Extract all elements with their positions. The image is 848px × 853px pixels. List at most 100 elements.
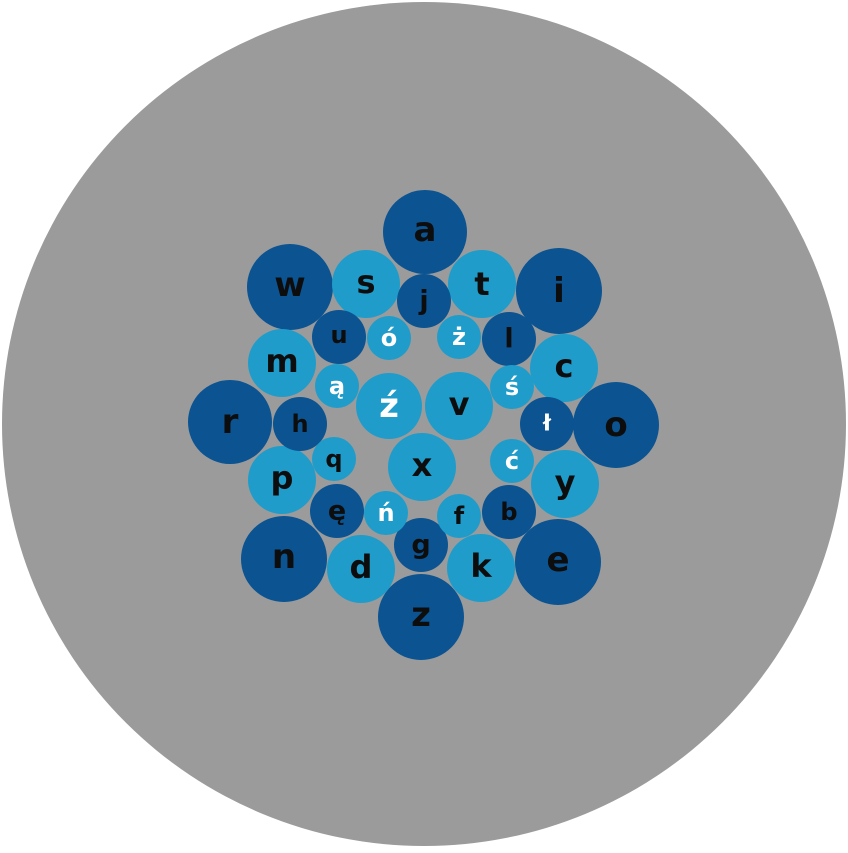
key-b[interactable]: b <box>482 485 536 539</box>
key-label: ć <box>505 447 519 475</box>
key-label: r <box>222 402 239 442</box>
key-label: m <box>265 342 298 380</box>
key-ń[interactable]: ń <box>364 491 408 535</box>
key-circle <box>241 516 327 602</box>
key-circle <box>516 248 602 334</box>
key-ć[interactable]: ć <box>490 439 534 483</box>
key-y[interactable]: y <box>531 450 599 518</box>
key-w[interactable]: w <box>247 244 333 330</box>
key-d[interactable]: d <box>327 535 395 603</box>
key-circle <box>315 364 359 408</box>
key-circle <box>378 574 464 660</box>
key-circle <box>383 190 467 274</box>
key-p[interactable]: p <box>248 446 316 514</box>
key-m[interactable]: m <box>248 329 316 397</box>
key-e[interactable]: e <box>515 519 601 605</box>
key-label: s <box>356 263 375 301</box>
key-ł[interactable]: ł <box>520 397 574 451</box>
key-l[interactable]: l <box>482 312 536 366</box>
key-label: u <box>330 321 347 349</box>
key-label: x <box>412 446 433 484</box>
key-g[interactable]: g <box>394 518 448 572</box>
key-circle <box>490 439 534 483</box>
key-ś[interactable]: ś <box>490 365 534 409</box>
key-circle <box>312 310 366 364</box>
key-label: e <box>546 540 569 580</box>
key-circle <box>397 274 451 328</box>
key-label: w <box>274 265 305 305</box>
key-label: g <box>411 530 430 561</box>
key-circle <box>530 334 598 402</box>
key-circle <box>327 535 395 603</box>
key-circle <box>394 518 448 572</box>
key-s[interactable]: s <box>332 250 400 318</box>
key-circle <box>573 382 659 468</box>
key-label: i <box>553 271 565 311</box>
key-circle <box>310 484 364 538</box>
key-k[interactable]: k <box>447 534 515 602</box>
key-circle <box>247 244 333 330</box>
key-circle <box>364 491 408 535</box>
key-label: l <box>504 324 513 355</box>
key-circle <box>437 315 481 359</box>
key-u[interactable]: u <box>312 310 366 364</box>
key-label: y <box>555 463 576 501</box>
key-h[interactable]: h <box>273 397 327 451</box>
key-a[interactable]: a <box>383 190 467 274</box>
key-ą[interactable]: ą <box>315 364 359 408</box>
key-label: ą <box>329 372 345 400</box>
key-label: ó <box>381 324 398 352</box>
key-label: ł <box>542 412 552 437</box>
key-q[interactable]: q <box>312 437 356 481</box>
key-label: ź <box>379 386 399 426</box>
key-label: b <box>500 498 517 526</box>
key-circle <box>437 494 481 538</box>
key-label: o <box>604 405 627 445</box>
key-label: n <box>272 537 296 577</box>
key-i[interactable]: i <box>516 248 602 334</box>
key-label: q <box>325 445 342 473</box>
key-label: c <box>555 347 574 385</box>
key-circle <box>388 433 456 501</box>
key-ę[interactable]: ę <box>310 484 364 538</box>
key-v[interactable]: v <box>425 372 493 440</box>
key-label: v <box>449 385 470 423</box>
key-circle <box>531 450 599 518</box>
key-circle <box>490 365 534 409</box>
key-circle <box>312 437 356 481</box>
key-circle <box>482 312 536 366</box>
key-r[interactable]: r <box>188 380 272 464</box>
key-ż[interactable]: ż <box>437 315 481 359</box>
key-circle <box>520 397 574 451</box>
key-ó[interactable]: ó <box>367 316 411 360</box>
key-j[interactable]: j <box>397 274 451 328</box>
key-label: j <box>418 286 428 317</box>
key-ź[interactable]: ź <box>356 373 422 439</box>
key-x[interactable]: x <box>388 433 456 501</box>
key-circle <box>448 250 516 318</box>
key-n[interactable]: n <box>241 516 327 602</box>
key-circle <box>332 250 400 318</box>
key-z[interactable]: z <box>378 574 464 660</box>
key-label: h <box>291 410 308 438</box>
key-t[interactable]: t <box>448 250 516 318</box>
key-c[interactable]: c <box>530 334 598 402</box>
key-label: ę <box>328 496 346 527</box>
key-label: z <box>411 595 431 635</box>
key-o[interactable]: o <box>573 382 659 468</box>
key-circle <box>367 316 411 360</box>
key-label: ń <box>377 499 394 527</box>
key-label: p <box>271 459 294 497</box>
key-label: ż <box>452 323 466 351</box>
key-circle <box>482 485 536 539</box>
key-label: a <box>414 210 437 250</box>
key-f[interactable]: f <box>437 494 481 538</box>
key-circle <box>447 534 515 602</box>
key-circle <box>248 446 316 514</box>
key-circle <box>248 329 316 397</box>
key-label: ś <box>505 373 519 401</box>
key-label: k <box>470 547 492 585</box>
key-circle <box>515 519 601 605</box>
